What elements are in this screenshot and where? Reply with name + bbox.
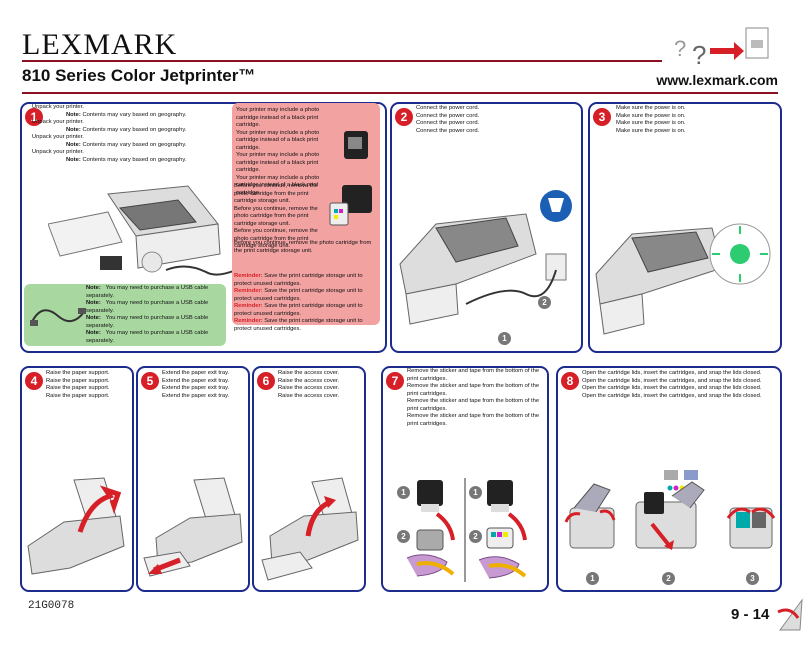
page-curl-icon bbox=[777, 598, 803, 631]
step-1-line: Unpack your printer. bbox=[32, 149, 84, 155]
step-6-text: Raise the access cover.Raise the access … bbox=[278, 370, 340, 399]
exit-tray-illustration bbox=[143, 477, 243, 577]
photo-cartridge-text: Your printer may include a photo cartrid… bbox=[236, 107, 320, 196]
step-2-panel: 2 Connect the power cord.Connect the pow… bbox=[390, 102, 583, 353]
step-5-badge: 5 bbox=[141, 372, 159, 390]
step-3-panel: 3 Make sure the power is on.Make sure th… bbox=[588, 102, 782, 353]
step-5-panel: 5 Extend the paper exit tray.Extend the … bbox=[136, 366, 250, 592]
photo-cartridge-note-box: Your printer may include a photo cartrid… bbox=[232, 103, 380, 332]
step-4-panel: 4 Raise the paper support.Raise the pape… bbox=[20, 366, 134, 592]
step-7-panel: 7 Remove the sticker and tape from the b… bbox=[381, 366, 549, 592]
step-6-badge: 6 bbox=[257, 372, 275, 390]
access-cover-illustration bbox=[261, 477, 359, 581]
svg-text:?: ? bbox=[692, 40, 706, 70]
callout-1: 1 bbox=[469, 486, 482, 499]
step-1-panel: 1 Unpack your printer. Note: Contents ma… bbox=[20, 102, 387, 353]
step-4-badge: 4 bbox=[25, 372, 43, 390]
page-title: 810 Series Color Jetprinter™ bbox=[22, 66, 256, 85]
header-rule bbox=[22, 60, 662, 62]
step-1-line: Unpack your printer. bbox=[32, 119, 84, 125]
step-1-note: Note: Contents may vary based on geograp… bbox=[66, 126, 187, 133]
callout-2: 2 bbox=[469, 530, 482, 543]
callout-2: 2 bbox=[538, 296, 551, 309]
step-2-badge: 2 bbox=[395, 108, 413, 126]
step-8-badge: 8 bbox=[561, 372, 579, 390]
lexmark-logo: LEXMARK bbox=[22, 28, 178, 61]
step-1-badge: 1 bbox=[25, 108, 43, 126]
insert-cartridges-illustration bbox=[564, 470, 776, 550]
paper-support-illustration bbox=[27, 477, 125, 575]
step-7-badge: 7 bbox=[386, 372, 404, 390]
step-1-text: Unpack your printer. Note: Contents may … bbox=[32, 104, 232, 164]
step-4-text: Raise the paper support.Raise the paper … bbox=[46, 370, 110, 399]
photo-cartridge-icon bbox=[344, 131, 368, 159]
step-7-text: Remove the sticker and tape from the bot… bbox=[407, 368, 540, 427]
callout-1: 1 bbox=[397, 486, 410, 499]
document-code: 21G0078 bbox=[28, 600, 75, 612]
cartridge-storage-unit-icon bbox=[329, 185, 372, 226]
step-1-note: Note: Contents may vary based on geograp… bbox=[66, 111, 187, 118]
step-2-text: Connect the power cord.Connect the power… bbox=[416, 105, 480, 134]
reminder-text: Reminder: Save the print cartridge stora… bbox=[234, 273, 363, 332]
remove-cartridge-text-wide: Before you continue, remove the photo ca… bbox=[234, 240, 372, 254]
step-6-panel: 6 Raise the access cover.Raise the acces… bbox=[252, 366, 366, 592]
power-on-illustration bbox=[595, 223, 771, 335]
usb-note-box: Note: You may need to purchase a USB cab… bbox=[24, 284, 226, 346]
step-3-badge: 3 bbox=[593, 108, 611, 126]
step-1-note: Note: Contents may vary based on geograp… bbox=[66, 156, 187, 163]
callout-1: 1 bbox=[586, 572, 599, 585]
svg-text:?: ? bbox=[674, 36, 686, 61]
step-3-text: Make sure the power is on.Make sure the … bbox=[616, 105, 686, 134]
callout-2: 2 bbox=[397, 530, 410, 543]
help-page-icon: ? ? bbox=[674, 27, 769, 70]
step-8-panel: 8 Open the cartridge lids, insert the ca… bbox=[556, 366, 782, 592]
page-range: 9 - 14 bbox=[731, 606, 770, 623]
step-8-text: Open the cartridge lids, insert the cart… bbox=[582, 370, 762, 399]
step-5-text: Extend the paper exit tray.Extend the pa… bbox=[162, 370, 230, 399]
callout-2: 2 bbox=[662, 572, 675, 585]
callout-3: 3 bbox=[746, 572, 759, 585]
remove-cartridge-text: Before you continue, remove the photo ca… bbox=[234, 183, 318, 249]
remove-tape-illustration bbox=[406, 478, 527, 582]
step-1-line: Unpack your printer. bbox=[32, 104, 84, 110]
power-cord-illustration bbox=[399, 190, 572, 325]
usb-note-text: Note: You may need to purchase a USB cab… bbox=[86, 285, 209, 344]
header-rule-lower bbox=[22, 92, 778, 94]
usb-cable-icon bbox=[30, 308, 86, 326]
callout-1: 1 bbox=[498, 332, 511, 345]
website-url: www.lexmark.com bbox=[656, 72, 778, 88]
printer-box-contents-illustration bbox=[48, 185, 237, 276]
step-1-line: Unpack your printer. bbox=[32, 134, 84, 140]
step-1-note: Note: Contents may vary based on geograp… bbox=[66, 141, 187, 148]
